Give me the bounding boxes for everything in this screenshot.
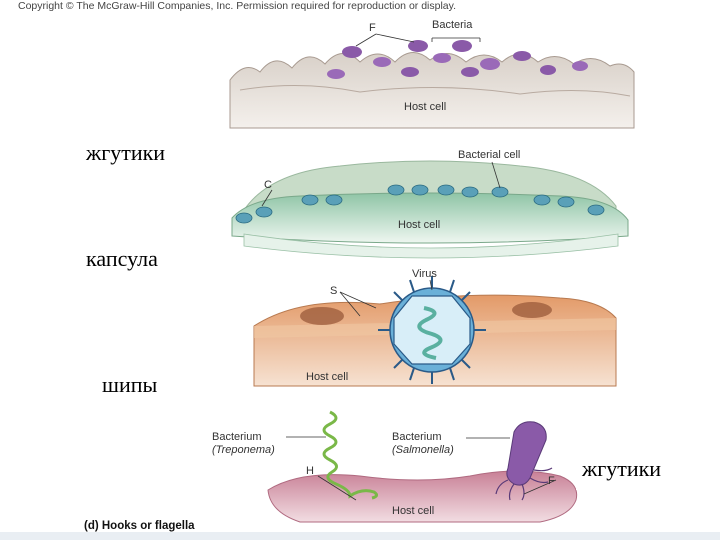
bacterium bbox=[513, 51, 531, 61]
panel-d-hooks: Bacterium (Treponema) Bacterium (Salmone… bbox=[84, 410, 578, 532]
bacterium bbox=[327, 69, 345, 79]
treponema-spiral bbox=[322, 410, 379, 500]
label-salmonella: (Salmonella) bbox=[392, 444, 454, 456]
panel-a-flagella: F Bacteria Host cell bbox=[229, 19, 635, 129]
bacterium bbox=[373, 57, 391, 67]
panel-c-spikes: Virus S Host cell bbox=[253, 268, 617, 387]
ru-label-spikes: шипы bbox=[80, 368, 198, 406]
label-treponema: (Treponema) bbox=[212, 444, 275, 456]
caption-hooks-flagella: (d) Hooks or flagella bbox=[84, 520, 195, 532]
nucleus-right bbox=[512, 302, 552, 318]
label-bacterium-left: Bacterium bbox=[212, 431, 262, 443]
bottom-strip bbox=[0, 532, 720, 540]
nucleus-left bbox=[300, 307, 344, 325]
label-host-cell-c: Host cell bbox=[306, 371, 348, 383]
label-f-a: F bbox=[369, 22, 376, 34]
label-c: C bbox=[264, 179, 272, 191]
label-f-d: F bbox=[548, 475, 555, 487]
ru-label-flagella-1: жгутики bbox=[80, 136, 204, 174]
label-bacterial-cell: Bacterial cell bbox=[458, 149, 520, 161]
bacterium bbox=[452, 40, 472, 52]
label-host-cell-d: Host cell bbox=[392, 505, 434, 517]
bacterium bbox=[572, 61, 588, 71]
label-virus: Virus bbox=[412, 268, 437, 280]
host-cell-b bbox=[231, 192, 629, 244]
bacterium bbox=[461, 67, 479, 77]
capsule-cells bbox=[235, 184, 605, 224]
ru-label-flagella-2: жгутики bbox=[576, 452, 700, 490]
label-bacterium-right: Bacterium bbox=[392, 431, 442, 443]
virus-particle bbox=[378, 276, 486, 384]
label-host-cell-a: Host cell bbox=[404, 101, 446, 113]
bacterium bbox=[480, 58, 500, 70]
label-h: H bbox=[306, 465, 314, 477]
salmonella-bacterium bbox=[495, 421, 553, 501]
ru-label-capsule: капсула bbox=[80, 242, 204, 280]
host-cell-d bbox=[267, 470, 578, 523]
panel-b-capsule: Bacterial cell C Host cell bbox=[231, 149, 629, 259]
bacterium bbox=[408, 40, 428, 52]
label-bacteria: Bacteria bbox=[432, 19, 473, 31]
label-s: S bbox=[330, 285, 337, 297]
bacterium bbox=[540, 65, 556, 75]
bacterium bbox=[433, 53, 451, 63]
bacteria-cluster bbox=[327, 40, 588, 79]
copyright-notice: Copyright © The McGraw-Hill Companies, I… bbox=[18, 0, 457, 12]
bacterium bbox=[401, 67, 419, 77]
bacterium bbox=[342, 46, 362, 58]
label-host-cell-b: Host cell bbox=[398, 219, 440, 231]
